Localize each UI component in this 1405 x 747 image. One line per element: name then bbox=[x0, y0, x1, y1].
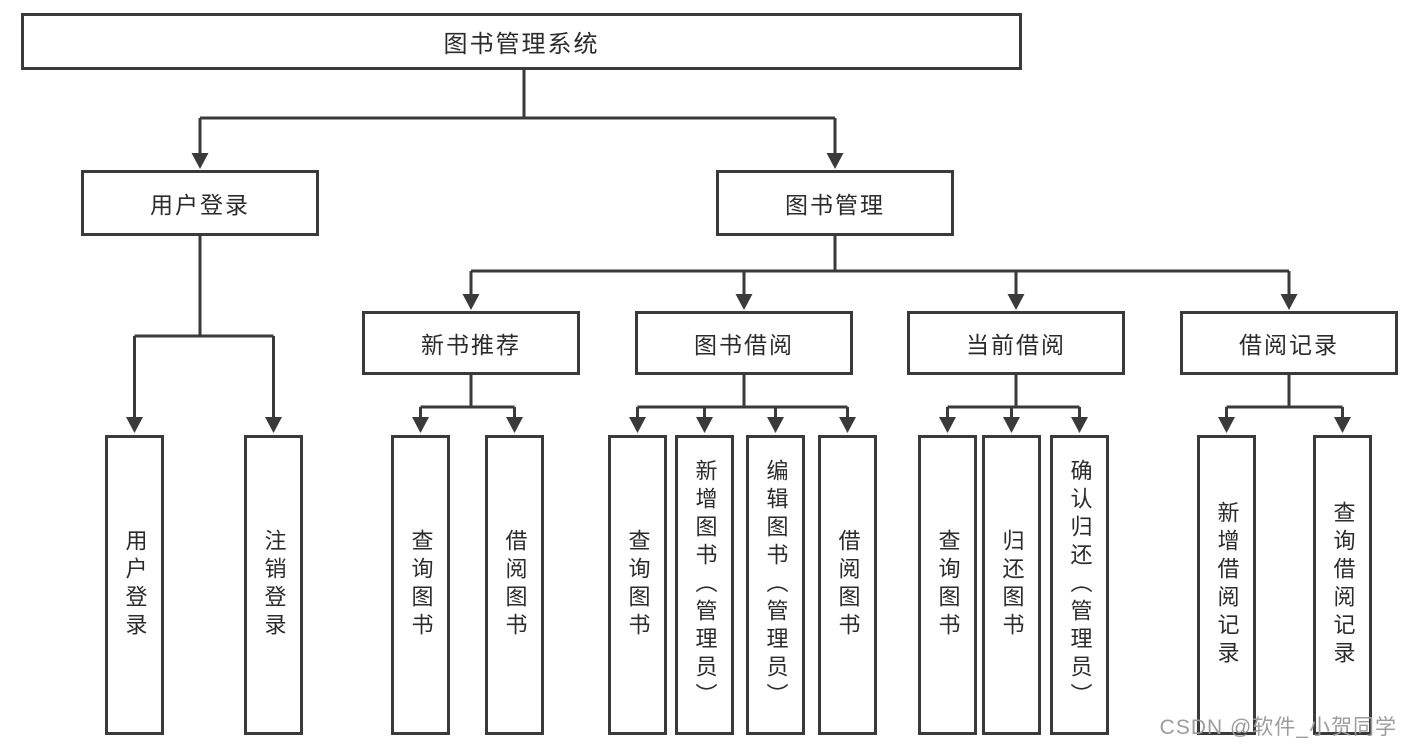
arrowhead-icon bbox=[1334, 417, 1351, 433]
arrowhead-icon bbox=[412, 417, 429, 433]
node-label: 图书管理系统 bbox=[443, 31, 600, 58]
leaf-add-borrow-record: 新增借阅记录 bbox=[1197, 435, 1256, 735]
node-label: 借阅记录 bbox=[1239, 332, 1339, 358]
arrowhead-icon bbox=[1280, 294, 1298, 310]
leaf-query-books-recommend: 查询图书 bbox=[391, 435, 450, 735]
node-label: 借阅图书 bbox=[835, 529, 861, 641]
node-book-borrow: 图书借阅 bbox=[635, 311, 853, 375]
arrowhead-icon bbox=[265, 417, 282, 433]
leaf-add-book-admin: 新增图书（管理员） bbox=[675, 435, 734, 735]
node-label: 确认归还（管理员） bbox=[1067, 459, 1093, 711]
arrowhead-icon bbox=[629, 417, 646, 433]
leaf-edit-book-admin: 编辑图书（管理员） bbox=[746, 435, 805, 735]
node-label: 查询图书 bbox=[625, 529, 651, 641]
node-root: 图书管理系统 bbox=[21, 13, 1022, 70]
connector-book-management-children bbox=[462, 236, 1298, 310]
node-label: 归还图书 bbox=[999, 529, 1025, 641]
leaf-confirm-return-admin: 确认归还（管理员） bbox=[1050, 435, 1109, 735]
arrowhead-icon bbox=[1071, 417, 1088, 433]
node-label: 借阅图书 bbox=[502, 529, 528, 641]
arrowhead-icon bbox=[462, 294, 480, 310]
node-label: 查询图书 bbox=[935, 529, 961, 641]
arrowhead-icon bbox=[506, 417, 523, 433]
node-label: 注销登录 bbox=[261, 529, 287, 641]
node-borrow-records: 借阅记录 bbox=[1180, 311, 1398, 375]
node-label: 用户登录 bbox=[150, 192, 250, 218]
leaf-logout: 注销登录 bbox=[244, 435, 303, 735]
node-current-borrow: 当前借阅 bbox=[907, 311, 1125, 375]
arrowhead-icon bbox=[735, 294, 753, 310]
arrowhead-icon bbox=[939, 417, 956, 433]
node-label: 查询借阅记录 bbox=[1330, 501, 1356, 669]
node-label: 编辑图书（管理员） bbox=[763, 459, 789, 711]
arrowhead-icon bbox=[767, 417, 784, 433]
csdn-watermark: CSDN @软件_小贺同学 bbox=[1159, 716, 1397, 739]
arrowhead-icon bbox=[126, 417, 143, 433]
leaf-return-book: 归还图书 bbox=[982, 435, 1041, 735]
arrowhead-icon bbox=[1003, 417, 1020, 433]
arrowhead-icon bbox=[839, 417, 856, 433]
connector-borrow-records-children bbox=[1218, 375, 1351, 433]
node-label: 用户登录 bbox=[122, 529, 148, 641]
arrowhead-icon bbox=[191, 153, 209, 169]
node-label: 新增借阅记录 bbox=[1214, 501, 1240, 669]
leaf-user-login: 用户登录 bbox=[105, 435, 164, 735]
node-new-book-recommend: 新书推荐 bbox=[362, 311, 580, 375]
leaf-borrow-books-borrow: 借阅图书 bbox=[818, 435, 877, 735]
node-label: 图书管理 bbox=[785, 192, 885, 218]
arrowhead-icon bbox=[1218, 417, 1235, 433]
connector-current-borrow-children bbox=[939, 375, 1088, 433]
node-label: 新增图书（管理员） bbox=[692, 459, 718, 711]
connector-new-book-recommend-children bbox=[412, 375, 523, 433]
node-book-management: 图书管理 bbox=[716, 170, 954, 236]
leaf-query-books-borrow: 查询图书 bbox=[608, 435, 667, 735]
connector-book-borrow-children bbox=[629, 375, 856, 433]
arrowhead-icon bbox=[826, 153, 844, 169]
leaf-borrow-books-recommend: 借阅图书 bbox=[485, 435, 544, 735]
arrowhead-icon bbox=[696, 417, 713, 433]
arrowhead-icon bbox=[1007, 294, 1025, 310]
node-user-login: 用户登录 bbox=[81, 170, 319, 236]
node-label: 当前借阅 bbox=[966, 332, 1066, 358]
connector-user-login-children bbox=[126, 236, 282, 433]
node-label: 查询图书 bbox=[408, 529, 434, 641]
node-label: 新书推荐 bbox=[421, 332, 521, 358]
leaf-query-books-current: 查询图书 bbox=[918, 435, 977, 735]
node-label: 图书借阅 bbox=[694, 332, 794, 358]
leaf-query-borrow-record: 查询借阅记录 bbox=[1313, 435, 1372, 735]
connector-root-to-level2 bbox=[191, 70, 844, 169]
